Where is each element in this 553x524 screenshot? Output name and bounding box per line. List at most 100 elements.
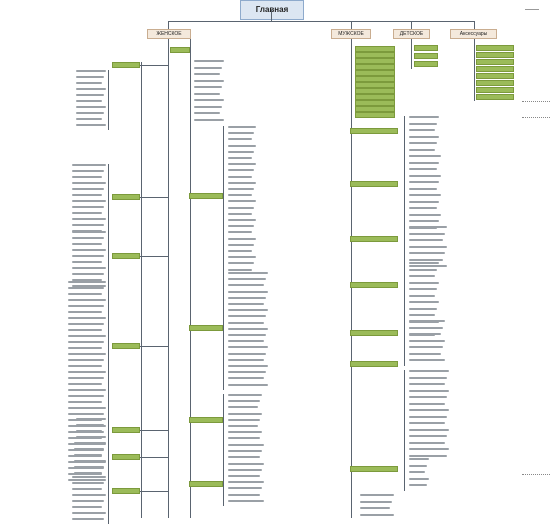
womens-right-item-0-8	[228, 175, 252, 178]
womens-left-item-0-0	[76, 70, 106, 72]
womens-left-item-2-6	[72, 267, 106, 269]
womens-dress-item-0	[194, 60, 224, 62]
mens-item-1-9	[409, 213, 441, 216]
womens-left-item-3-21	[68, 407, 106, 409]
womens-left-item-4-2	[76, 430, 102, 432]
womens-left-item-3-16	[68, 377, 104, 379]
womens-right-bracket-1	[223, 272, 224, 390]
womens-left-item-2-5	[72, 261, 102, 263]
mens-item-5-0	[409, 370, 449, 372]
womens-left-item-3-22	[68, 413, 104, 415]
accessories-category-3	[476, 66, 514, 72]
mens-item-0-4	[409, 142, 437, 144]
womens-left-connector-4	[140, 430, 168, 431]
womens-right-item-2-7	[228, 437, 260, 440]
womens-left-bracket-3	[108, 281, 109, 485]
womens-left-item-3-30	[68, 461, 106, 463]
mens-top-category-4	[355, 70, 395, 76]
womens-left-item-3-8	[68, 329, 102, 331]
mens-item-6-0	[409, 458, 429, 460]
mens-bottom-item-2	[360, 507, 390, 509]
womens-right-item-1-2	[228, 284, 264, 287]
mens-item-3-5	[409, 294, 435, 297]
womens-left-item-3-2	[68, 293, 102, 295]
womens-right-item-1-15	[228, 365, 268, 367]
mens-item-2-4	[409, 252, 445, 254]
accessories-category-1	[476, 52, 514, 58]
womens-right-item-1-0	[228, 272, 268, 274]
womens-left-item-0-5	[76, 100, 102, 102]
mens-top-category-5	[355, 76, 395, 82]
womens-left-item-5-3	[74, 460, 106, 462]
mens-top-category-6	[355, 82, 395, 88]
mens-top-category-1	[355, 52, 395, 58]
mens-item-5-12	[409, 448, 449, 450]
mens-item-5-4	[409, 396, 447, 398]
womens-right-item-2-2	[228, 406, 258, 409]
womens-left-trunk	[141, 62, 142, 518]
womens-left-item-5-0	[74, 442, 106, 444]
womens-right-item-0-2	[228, 138, 252, 141]
womens-right-item-0-15	[228, 219, 256, 221]
mens-item-4-3	[409, 339, 445, 342]
connector-mens	[351, 21, 352, 29]
mens-item-3-4	[409, 288, 437, 290]
womens-left-item-0-7	[76, 112, 104, 114]
womens-right-item-3-2	[228, 456, 260, 459]
womens-left-connector-3	[140, 346, 168, 347]
mens-item-5-6	[409, 409, 449, 411]
womens-right-item-1-13	[228, 352, 266, 355]
mens-top-category-10	[355, 106, 395, 112]
mens-item-2-2	[409, 239, 443, 241]
mens-item-0-1	[409, 122, 437, 125]
mens-item-0-0	[409, 116, 439, 118]
mens-category-4	[350, 330, 398, 336]
mens-item-3-6	[409, 301, 439, 303]
mens-top-category-9	[355, 100, 395, 106]
womens-right-item-3-9	[228, 499, 264, 502]
accessories-category-6	[476, 87, 514, 93]
womens-left-category-6	[112, 488, 140, 494]
mens-item-1-1	[409, 161, 439, 164]
womens-right-item-3-0	[228, 444, 264, 446]
mens-item-1-8	[409, 207, 437, 209]
mens-item-3-3	[409, 281, 439, 284]
womens-left-item-4-0	[76, 418, 106, 420]
mens-category-0	[350, 128, 398, 134]
womens-dress-item-6	[194, 99, 224, 101]
mens-item-5-5	[409, 402, 445, 405]
mens-item-1-7	[409, 200, 439, 203]
womens-left-category-5	[112, 454, 140, 460]
womens-left-item-6-2	[72, 488, 102, 490]
mens-item-5-13	[409, 454, 447, 457]
connector-root	[271, 10, 272, 21]
womens-right-category-0	[189, 193, 223, 199]
womens-right-bracket-3	[223, 444, 224, 506]
womens-right-item-0-4	[228, 150, 254, 153]
womens-left-item-3-26	[68, 437, 102, 439]
womens-left-bracket-5	[108, 442, 109, 478]
womens-right-item-0-14	[228, 212, 252, 215]
womens-right-item-2-0	[228, 394, 262, 396]
womens-left-connector-6	[140, 491, 168, 492]
womens-left-item-3-25	[68, 431, 104, 433]
womens-left-item-1-6	[72, 200, 106, 202]
mens-item-5-7	[409, 415, 447, 418]
accessories-category-5	[476, 80, 514, 86]
womens-left-item-3-14	[68, 365, 102, 367]
womens-dress-item-4	[194, 86, 222, 88]
mens-bracket-2	[404, 226, 405, 272]
womens-left-item-3-10	[68, 341, 104, 343]
womens-left-item-6-4	[72, 500, 104, 502]
mens-category-6	[350, 466, 398, 472]
womens-dress-item-1	[194, 66, 222, 69]
womens-left-item-1-3	[72, 182, 106, 184]
womens-left-item-2-4	[72, 255, 104, 257]
mens-item-2-3	[409, 245, 447, 248]
womens-trunk	[168, 39, 169, 518]
womens-right-item-1-9	[228, 327, 268, 330]
womens-left-item-3-6	[68, 317, 106, 319]
womens-left-item-0-1	[76, 76, 104, 78]
mens-top-category-11	[355, 112, 395, 118]
